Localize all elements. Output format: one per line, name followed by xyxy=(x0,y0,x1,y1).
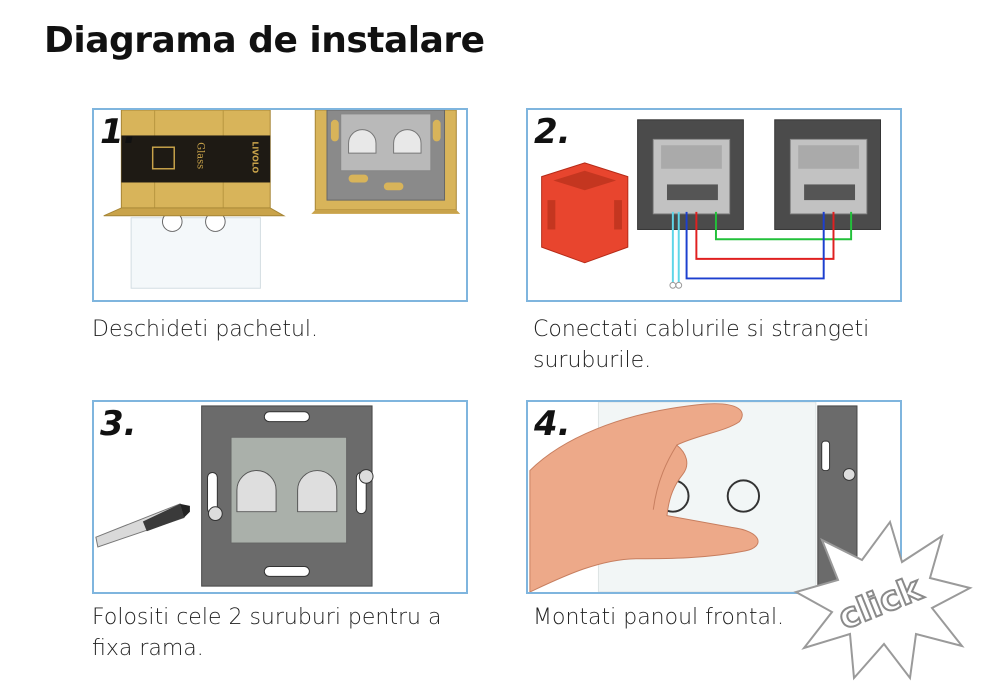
package-flap xyxy=(103,207,286,217)
step-4-panel: 4. xyxy=(526,400,902,594)
step-2-panel: 2. xyxy=(526,108,902,302)
package-brand-text: LIVOLO xyxy=(251,141,260,173)
step-3-caption: Folositi cele 2 suruburi pentru a fixa r… xyxy=(92,605,442,661)
touch-button-right xyxy=(726,479,761,513)
step-3-number: 3. xyxy=(100,404,137,444)
wire-red xyxy=(695,211,835,260)
step-3-panel: 3. xyxy=(92,400,468,594)
burst-shape xyxy=(793,519,973,681)
screw-left xyxy=(208,506,223,521)
front-panel-illustration xyxy=(529,402,858,592)
frame-illustration xyxy=(95,405,374,587)
step-2-number: 2. xyxy=(534,112,571,152)
screw-right xyxy=(358,469,374,484)
hand xyxy=(529,403,759,592)
package-illustration: Glass LIVOLO xyxy=(103,110,461,289)
page-title: Diagrama de instalare xyxy=(44,20,485,61)
step-1-caption: Deschideti pachetul. xyxy=(92,317,319,342)
package-product-text: Glass xyxy=(195,142,206,169)
package-band xyxy=(121,135,271,183)
glass-panel-shape xyxy=(130,217,261,289)
wire-blue xyxy=(685,211,825,280)
step-4-caption: Montati panoul frontal. xyxy=(533,605,785,630)
click-burst: click xyxy=(793,519,973,681)
wire-green xyxy=(714,211,853,241)
step-4-number: 4. xyxy=(534,404,571,444)
step-1-panel: 1. Glass LIVOLO xyxy=(92,108,468,302)
step-1-number: 1. xyxy=(100,112,137,152)
mounting-box xyxy=(541,162,629,264)
step-2-caption: Conectati cablurile si strangeti surubur… xyxy=(533,317,870,373)
wiring-illustration xyxy=(541,119,881,289)
